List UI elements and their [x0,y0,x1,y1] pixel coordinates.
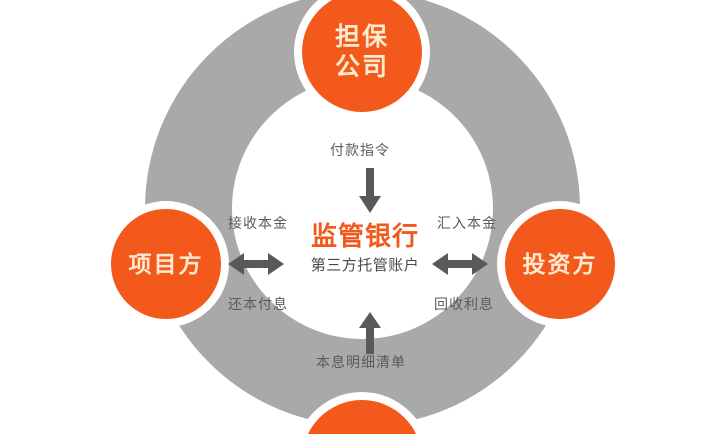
node-guarantee-company-line2: 公司 [334,53,389,81]
node-guarantee-company[interactable]: 担保 公司 [302,0,422,112]
node-project-party-label: 项目方 [128,250,204,277]
arrow-down-icon [357,168,383,219]
hub-title: 监管银行 [310,221,419,251]
arrow-bidirectional-right-icon [432,251,488,282]
flow-label-remit-principal: 汇入本金 [437,215,497,231]
ring-inner-hole [232,78,493,339]
flow-label-repay-principal-interest: 还本付息 [228,296,288,312]
center-hub: 监管银行 第三方托管账户 [282,222,448,275]
node-project-party[interactable]: 项目方 [111,209,221,319]
flow-label-principal-interest-list: 本息明细清单 [316,354,406,370]
flow-label-payment-instruction: 付款指令 [330,142,390,158]
arrow-up-icon [357,312,383,359]
hub-subtitle: 第三方托管账户 [310,256,420,274]
arrow-bidirectional-left-icon [228,251,284,282]
node-guarantee-company-line1: 担保 [334,22,389,51]
flow-label-recover-interest: 回收利息 [434,296,494,312]
node-investor[interactable]: 投资方 [505,209,615,319]
flow-label-receive-principal: 接收本金 [228,215,288,231]
node-investor-label: 投资方 [522,250,598,277]
